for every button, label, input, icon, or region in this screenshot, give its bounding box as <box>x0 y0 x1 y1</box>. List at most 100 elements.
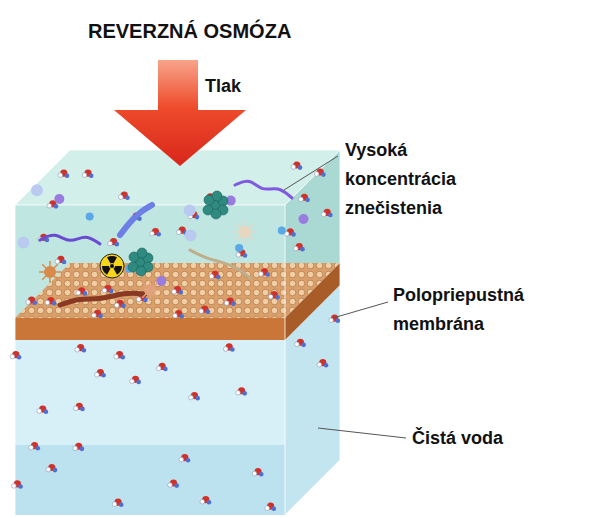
water-molecule <box>118 192 129 201</box>
hydrogen-atom <box>317 362 322 367</box>
hydrogen-atom <box>76 290 81 295</box>
water-molecule <box>223 343 234 352</box>
pressure-arrow <box>114 60 246 166</box>
pollutant-ion <box>31 184 43 196</box>
hydrogen-atom <box>195 396 200 401</box>
hydrogen-atom <box>32 300 37 305</box>
radiation-blade <box>107 256 117 263</box>
hydrogen-atom <box>207 500 212 505</box>
hydrogen-atom <box>168 483 173 488</box>
hydrogen-atom <box>223 347 228 352</box>
hydrogen-atom <box>10 354 15 359</box>
hydrogen-atom <box>114 303 119 308</box>
hydrogen-atom <box>73 446 78 451</box>
hydrogen-atom <box>336 319 341 324</box>
water-molecule <box>200 496 211 505</box>
hydrogen-atom <box>26 300 31 305</box>
pollutant-ion <box>17 236 29 248</box>
hydrogen-atom <box>242 391 247 396</box>
hydrogen-atom <box>37 409 42 414</box>
water-molecule <box>173 310 184 319</box>
water-molecule <box>179 454 190 463</box>
water-molecule <box>268 291 279 300</box>
hydrogen-atom <box>324 363 329 368</box>
hydrogen-atom <box>82 173 87 178</box>
hydrogen-atom <box>92 313 97 318</box>
hydrogen-atom <box>291 232 296 237</box>
mineral-cluster <box>203 191 228 219</box>
hydrogen-atom <box>186 458 191 463</box>
hydrogen-atom <box>265 506 270 511</box>
hydrogen-atom <box>195 215 200 220</box>
hydrogen-atom <box>89 173 94 178</box>
contamination-label: Vysoká koncentrácia znečistenia <box>345 136 495 223</box>
radiation-blade <box>114 266 123 275</box>
pollutant-ion <box>235 244 243 252</box>
water-molecule <box>108 238 119 247</box>
pollutant-ion <box>156 276 166 286</box>
hydrogen-atom <box>109 289 114 294</box>
hydrogen-atom <box>268 294 273 299</box>
hydrogen-atom <box>82 348 87 353</box>
water-molecule <box>58 170 69 179</box>
hydrogen-atom <box>293 246 298 251</box>
box-edges <box>15 150 340 515</box>
hydrogen-atom <box>272 506 277 511</box>
water-molecule <box>150 228 161 237</box>
water-molecule <box>209 271 220 280</box>
hydrogen-atom <box>80 407 85 412</box>
water-molecule <box>95 369 106 378</box>
hydrogen-atom <box>29 445 34 450</box>
hydrogen-atom <box>174 483 179 488</box>
membrane-surface <box>15 263 340 318</box>
hydrogen-atom <box>291 165 296 170</box>
cluster-sphere <box>211 209 221 219</box>
bacterium <box>40 235 100 244</box>
hydrogen-atom <box>209 274 214 279</box>
water-molecule <box>285 228 296 237</box>
leader-line <box>318 428 406 438</box>
water-molecule <box>10 351 21 360</box>
hydrogen-atom <box>243 253 248 258</box>
hydrogen-atom <box>83 291 88 296</box>
clean-water-floor <box>15 445 285 515</box>
hydrogen-atom <box>120 355 125 360</box>
hydrogen-atom <box>75 347 80 352</box>
hydrogen-atom <box>252 471 257 476</box>
water-molecule <box>26 296 37 305</box>
water-molecule <box>46 464 57 473</box>
water-molecule <box>259 268 270 277</box>
water-molecule <box>329 315 340 324</box>
bacterium <box>190 250 250 278</box>
hydrogen-atom <box>54 204 59 209</box>
pollutant-ion <box>86 212 94 220</box>
water-molecule <box>55 256 66 265</box>
hydrogen-atom <box>295 342 300 347</box>
hydrogen-atom <box>172 289 177 294</box>
hydrogen-atom <box>44 409 49 414</box>
hydrogen-atom <box>62 260 67 265</box>
membrane-front <box>15 318 285 340</box>
virus-body <box>44 266 56 278</box>
hydrogen-atom <box>259 272 264 277</box>
pollutant-ion <box>54 194 64 204</box>
hydrogen-atom <box>114 242 119 247</box>
hydrogen-atom <box>259 472 264 477</box>
water-molecule <box>75 344 86 353</box>
clean-water-label: Čistá voda <box>412 424 503 453</box>
hydrogen-atom <box>101 373 106 378</box>
water-molecule <box>102 285 113 294</box>
water-molecule <box>317 359 328 368</box>
virus-body <box>239 226 251 238</box>
cluster-sphere <box>212 191 222 201</box>
hydrogen-atom <box>46 467 51 472</box>
hydrogen-atom <box>206 309 211 314</box>
virus <box>234 221 256 243</box>
hydrogen-atom <box>321 172 326 177</box>
hydrogen-atom <box>130 379 135 384</box>
water-molecule <box>299 194 310 203</box>
particles <box>10 161 340 511</box>
pollutant-ion <box>184 204 196 216</box>
water-molecule <box>189 392 200 401</box>
hydrogen-atom <box>224 301 229 306</box>
